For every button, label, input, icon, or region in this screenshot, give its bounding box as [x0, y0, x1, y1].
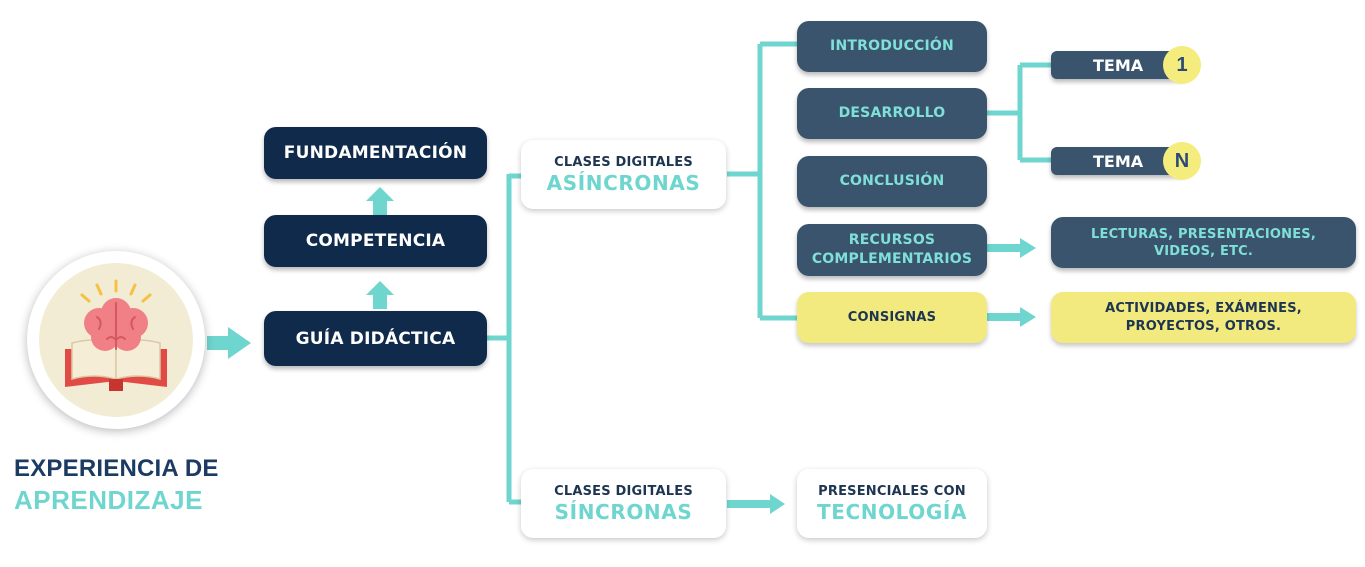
arrow-to-lecturas: [987, 238, 1036, 258]
box-conclusion: CONCLUSIÓN: [797, 156, 987, 207]
box-consignas: CONSIGNAS: [797, 292, 987, 343]
sincronas-big-label: SÍNCRONAS: [554, 499, 693, 524]
title-experiencia: EXPERIENCIA DE: [14, 455, 219, 482]
recursos-line1: RECURSOS: [848, 232, 936, 248]
brain-book-icon: [65, 279, 167, 391]
tema-1-badge: 1: [1163, 46, 1201, 84]
tema-n-label: TEMA: [1093, 151, 1144, 171]
box-fundamentacion: FUNDAMENTACIÓN: [264, 127, 487, 179]
sincronas-small-label: CLASES DIGITALES: [554, 483, 693, 499]
recursos-line2: COMPLEMENTARIOS: [811, 251, 973, 267]
box-recursos-complementarios: RECURSOS COMPLEMENTARIOS: [797, 224, 987, 276]
box-lecturas-presentaciones: LECTURAS, PRESENTACIONES, VIDEOS, ETC.: [1051, 217, 1356, 268]
presenciales-big-label: TECNOLOGÍA: [816, 499, 968, 524]
arrow-guia-to-competencia: [366, 281, 394, 309]
brain-book-icon-circle: [27, 251, 205, 429]
actividades-line2: PROYECTOS, OTROS.: [1125, 318, 1282, 334]
arrow-to-guia: [207, 327, 251, 359]
lecturas-line1: LECTURAS, PRESENTACIONES,: [1091, 226, 1316, 242]
asincronas-small-label: CLASES DIGITALES: [554, 154, 693, 170]
tema-n-badge: N: [1163, 142, 1201, 180]
box-clases-sincronas: CLASES DIGITALES SÍNCRONAS: [521, 469, 726, 538]
box-desarrollo: DESARROLLO: [797, 88, 987, 139]
box-guia-didactica: GUÍA DIDÁCTICA: [264, 311, 487, 366]
arrow-to-presenciales: [727, 494, 785, 514]
box-competencia: COMPETENCIA: [264, 215, 487, 267]
tema-1-label: TEMA: [1093, 55, 1144, 75]
title-aprendizaje: APRENDIZAJE: [14, 485, 203, 515]
arrow-competencia-to-fundamentacion: [366, 187, 394, 215]
asincronas-big-label: ASÍNCRONAS: [546, 170, 701, 195]
lecturas-line2: VIDEOS, ETC.: [1153, 243, 1254, 259]
box-actividades-examenes: ACTIVIDADES, EXÁMENES, PROYECTOS, OTROS.: [1051, 292, 1356, 343]
presenciales-small-label: PRESENCIALES CON: [818, 483, 966, 499]
box-introduccion: INTRODUCCIÓN: [797, 21, 987, 72]
box-clases-asincronas: CLASES DIGITALES ASÍNCRONAS: [521, 140, 726, 209]
box-presenciales-tecnologia: PRESENCIALES CON TECNOLOGÍA: [797, 469, 987, 538]
arrow-to-actividades: [987, 307, 1036, 327]
actividades-line1: ACTIVIDADES, EXÁMENES,: [1105, 300, 1302, 316]
